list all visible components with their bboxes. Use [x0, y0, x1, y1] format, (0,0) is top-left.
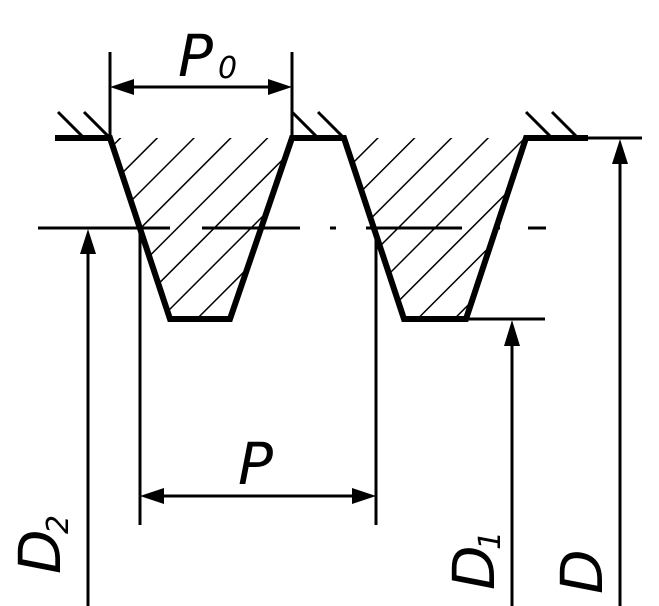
p0-label: P — [178, 22, 213, 90]
p0-subscript: 0 — [218, 51, 237, 86]
d2-label: D — [6, 529, 74, 574]
d-dimension — [612, 139, 628, 606]
d1-dimension — [504, 320, 520, 606]
p0-dimension — [108, 52, 294, 138]
d2-subscript: 2 — [41, 515, 76, 534]
surface-hatch — [56, 110, 580, 138]
d2-dimension — [80, 229, 96, 606]
d1-label: D — [440, 545, 508, 590]
pitch-label: P — [238, 430, 273, 498]
pitch-dimension — [138, 228, 378, 525]
d1-subscript: 1 — [473, 531, 508, 550]
d-label: D — [548, 549, 616, 594]
